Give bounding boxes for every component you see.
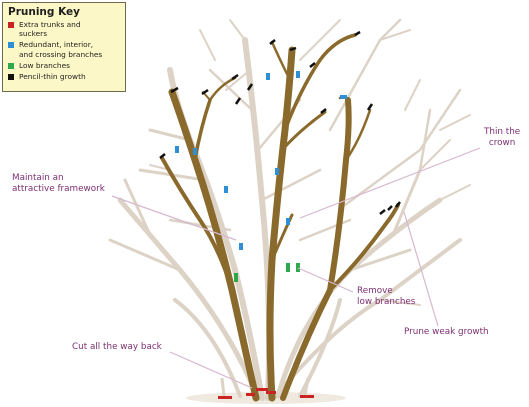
key-item-pencil-thin: Pencil-thin growth [8,72,121,81]
blue-square-icon [8,42,14,48]
black-square-icon [8,74,14,80]
callout-framework: Maintain an attractive framework [12,173,105,195]
key-item-low-branches: Low branches [8,61,121,70]
callout-thin-crown: Thin the crown [484,127,520,149]
callout-cut-back: Cut all the way back [72,342,162,353]
key-item-label: Pencil-thin growth [19,72,86,81]
pruning-key: Pruning Key Extra trunks and suckers Red… [2,2,126,92]
key-item-label: Extra trunks and suckers [19,20,81,38]
kept-framework [162,35,398,398]
green-square-icon [8,63,14,69]
red-square-icon [8,22,14,28]
key-item-extra-trunks: Extra trunks and suckers [8,20,121,38]
key-item-redundant-branches: Redundant, interior, and crossing branch… [8,40,121,58]
callout-low-branches: Remove low branches [357,286,415,308]
pruning-key-title: Pruning Key [8,6,121,18]
callout-weak-growth: Prune weak growth [404,327,489,338]
key-item-label: Redundant, interior, and crossing branch… [19,40,102,58]
key-item-label: Low branches [19,61,70,70]
